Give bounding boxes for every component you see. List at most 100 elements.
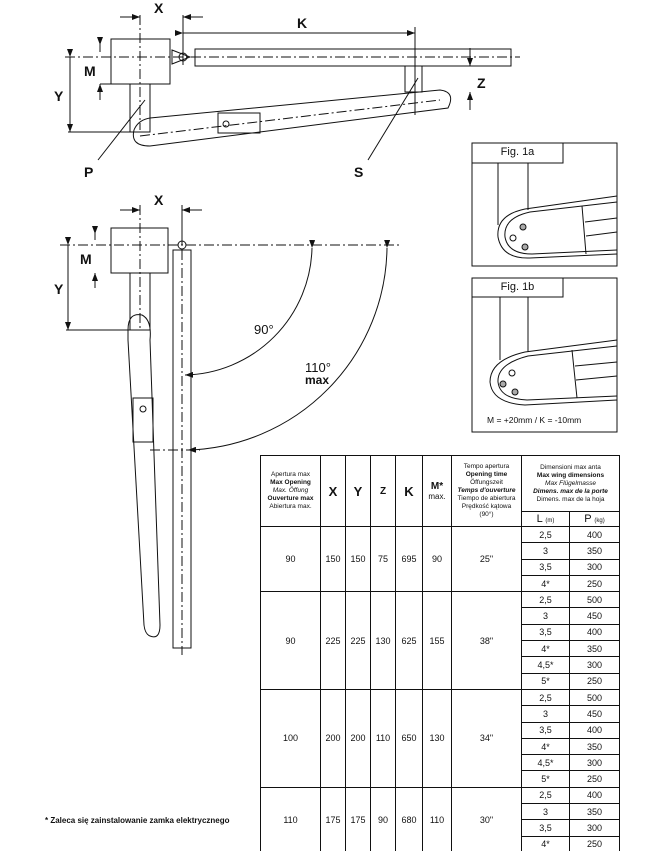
footnote: * Zaleca się zainstalowanie zamka elektr… xyxy=(45,816,230,825)
cell-length: 3 xyxy=(521,803,570,821)
cell-weight: 300 xyxy=(569,819,620,837)
dim-y-label: Y xyxy=(54,281,64,297)
cell-length: 5* xyxy=(521,770,570,788)
door-arm xyxy=(127,314,161,638)
cell-weight: 400 xyxy=(569,786,620,805)
cell-length: 3,5 xyxy=(521,623,570,642)
cell-length: 4* xyxy=(521,574,570,593)
cell-length: 4* xyxy=(521,835,570,851)
cell-y: 150 xyxy=(345,525,371,593)
cell-weight: 300 xyxy=(569,558,620,576)
cell-length: 2,5 xyxy=(521,786,570,805)
cell-length: 3,5 xyxy=(521,819,570,837)
opening-angle-drawing xyxy=(60,205,400,655)
pillar-p-label: P xyxy=(84,164,94,180)
table-row: 5*250 xyxy=(261,770,620,788)
dim-m-label: M xyxy=(80,251,92,267)
header-z: Z xyxy=(370,455,396,527)
fig-1b-title: Fig. 1b xyxy=(500,281,535,293)
cell-opening: 100 xyxy=(260,688,321,788)
fig-1a-drawing xyxy=(471,142,618,267)
cell-weight: 400 xyxy=(569,525,620,544)
cell-x: 150 xyxy=(320,525,346,593)
pillar xyxy=(129,272,151,331)
cell-weight: 500 xyxy=(569,591,620,609)
cell-weight: 250 xyxy=(569,770,620,788)
cell-weight: 250 xyxy=(569,574,620,593)
header-m: M*max. xyxy=(422,455,452,527)
fig-1b-drawing xyxy=(471,277,618,433)
cell-k: 625 xyxy=(395,591,423,690)
fig-1b-note: M = +20mm / K = -10mm xyxy=(487,415,582,425)
cell-opening: 90 xyxy=(260,591,321,690)
table-row: 4*350 xyxy=(261,737,620,756)
cell-length: 2,5 xyxy=(521,525,570,544)
cell-weight: 400 xyxy=(569,623,620,642)
dim-x-label: X xyxy=(154,192,164,208)
cell-weight: 500 xyxy=(569,688,620,707)
cell-m: 130 xyxy=(422,688,452,788)
cell-length: 4* xyxy=(521,640,570,658)
dim-m-label: M xyxy=(84,63,96,79)
cell-x: 175 xyxy=(320,786,346,851)
cell-length: 3 xyxy=(521,542,570,560)
cell-length: 3,5 xyxy=(521,558,570,576)
cell-x: 225 xyxy=(320,591,346,690)
cell-opening: 90 xyxy=(260,525,321,593)
cell-m: 155 xyxy=(422,591,452,690)
cell-weight: 300 xyxy=(569,754,620,772)
cell-time: 30" xyxy=(451,786,522,851)
cell-m: 110 xyxy=(422,786,452,851)
cell-weight: 250 xyxy=(569,672,620,690)
pillar xyxy=(129,83,151,133)
cell-length: 3,5 xyxy=(521,721,570,739)
cell-length: 4,5* xyxy=(521,754,570,772)
top-view-drawing xyxy=(65,14,520,161)
cell-length: 2,5 xyxy=(521,591,570,609)
dim-z-label: Z xyxy=(477,75,486,91)
cell-weight: 350 xyxy=(569,737,620,756)
cell-weight: 450 xyxy=(569,705,620,723)
door-arm xyxy=(132,89,452,147)
cell-time: 25" xyxy=(451,525,522,593)
slider-s-label: S xyxy=(354,164,364,180)
dim-x-label: X xyxy=(154,0,164,16)
table-row: 4*250 xyxy=(261,835,620,851)
table-row: 4*350 xyxy=(261,640,620,658)
cell-length: 3 xyxy=(521,705,570,723)
cell-length: 4* xyxy=(521,737,570,756)
cell-time: 38" xyxy=(451,591,522,690)
cell-weight: 350 xyxy=(569,542,620,560)
cell-y: 200 xyxy=(345,688,371,788)
cell-z: 75 xyxy=(370,525,396,593)
dim-k-label: K xyxy=(297,15,308,31)
cell-weight: 300 xyxy=(569,656,620,674)
cell-weight: 450 xyxy=(569,607,620,625)
slider-link xyxy=(404,65,423,93)
cell-length: 3 xyxy=(521,607,570,625)
header-y: Y xyxy=(345,455,371,527)
cell-k: 695 xyxy=(395,525,423,593)
header-p: P (kg) xyxy=(569,511,620,527)
cell-k: 650 xyxy=(395,688,423,788)
cell-weight: 400 xyxy=(569,721,620,739)
header-k: K xyxy=(395,455,423,527)
cell-m: 90 xyxy=(422,525,452,593)
cell-y: 225 xyxy=(345,591,371,690)
cell-weight: 350 xyxy=(569,803,620,821)
cell-weight: 250 xyxy=(569,835,620,851)
cell-length: 4,5* xyxy=(521,656,570,674)
angle-110-label: 110° xyxy=(305,360,331,375)
